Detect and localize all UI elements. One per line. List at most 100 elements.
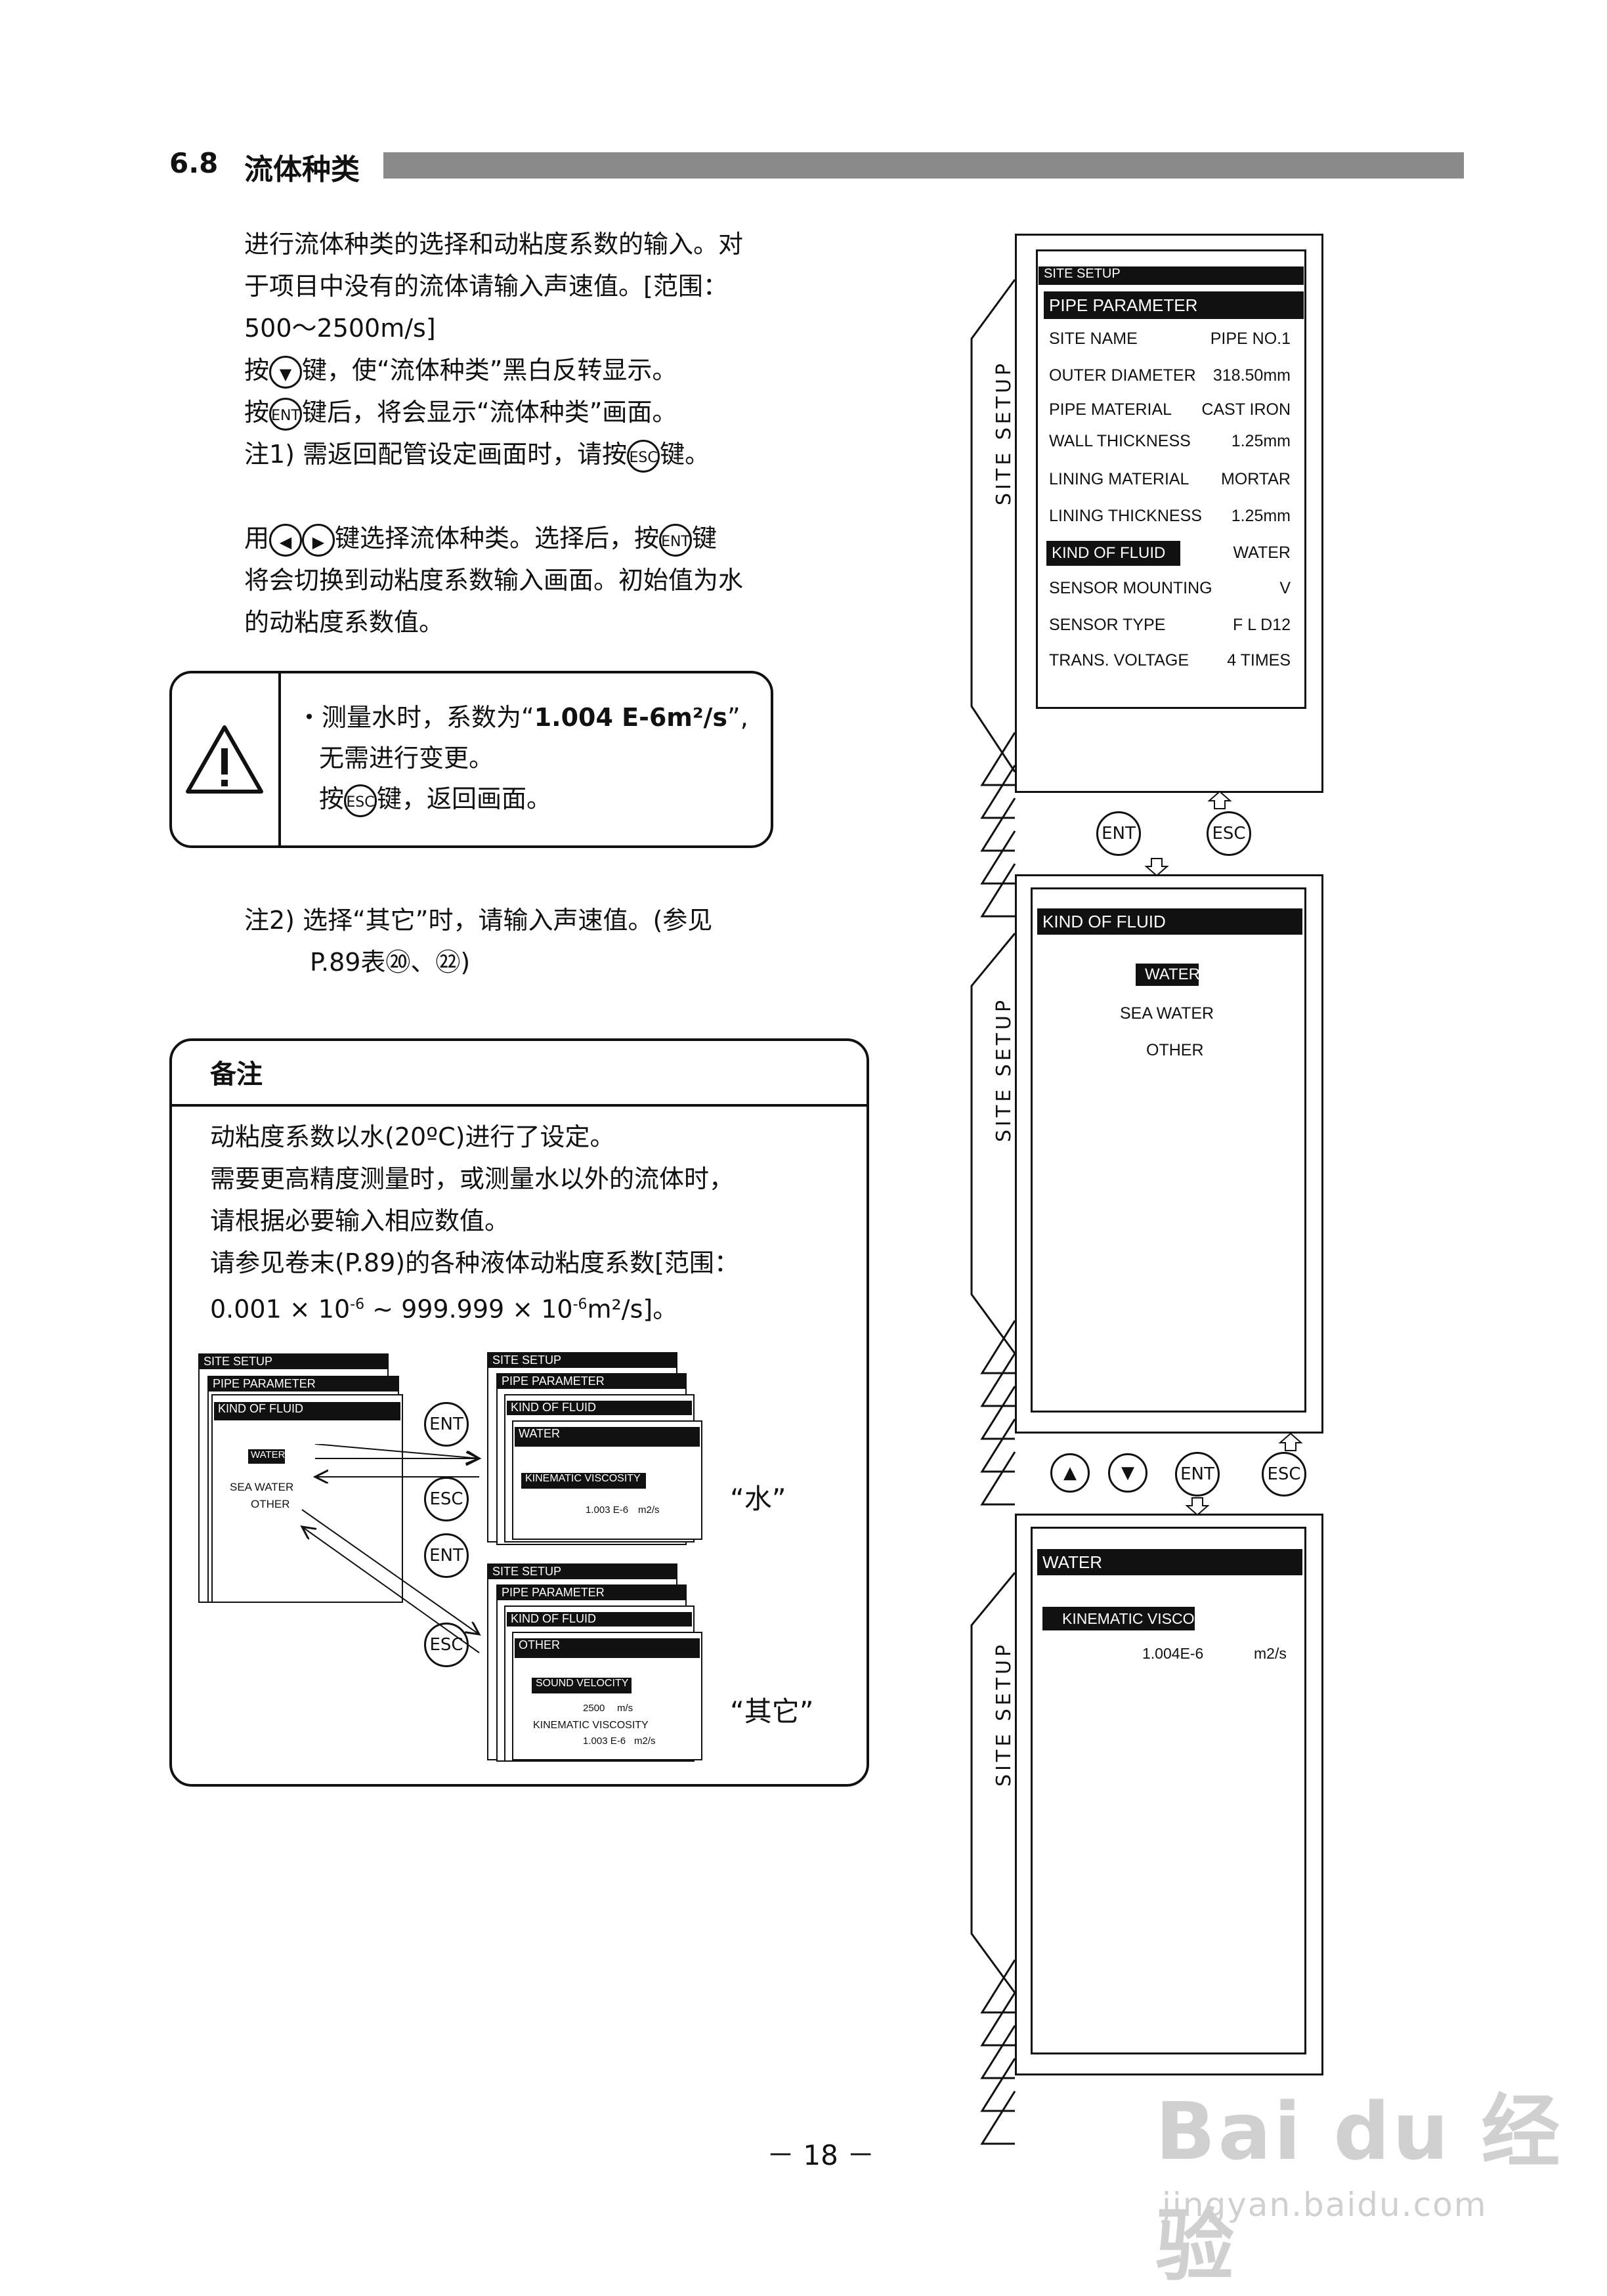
remark-title: 备注 <box>210 1059 263 1090</box>
lcd-row-value: 1.25mm <box>1231 507 1291 525</box>
mini-field-value: 2500 <box>583 1703 605 1714</box>
lcd-row-value: 4 TIMES <box>1227 651 1291 670</box>
lcd-row-value: 318.50mm <box>1212 366 1291 385</box>
esc-key-icon: ESC <box>424 1477 469 1521</box>
lcd-row-label[interactable]: SITE NAME <box>1049 330 1138 348</box>
mini-field-value: 1.003 E-6 <box>586 1504 629 1516</box>
remark-box <box>169 1038 869 1787</box>
esc-key-icon: ESC <box>344 784 377 817</box>
intro-line: 将会切换到动粘度系数输入画面。初始值为水 <box>244 566 744 595</box>
lcd-row-label[interactable]: SENSOR TYPE <box>1049 616 1166 634</box>
intro-line: 的动粘度系数值。 <box>244 608 444 637</box>
mini-screen-kind-of-fluid <box>211 1394 403 1603</box>
mini-header: KIND OF FLUID <box>507 1401 692 1415</box>
lcd-header: PIPE PARAMETER <box>1044 291 1304 319</box>
down-key-icon: ▼ <box>1108 1453 1147 1493</box>
lcd-row-label[interactable]: KIND OF FLUID <box>1046 541 1180 566</box>
intro-text: 进行流体种类的选择和动粘度系数的输入。对 于项目中没有的流体请输入声速值。[范围… <box>244 223 743 643</box>
transition-arrows <box>1144 790 1232 877</box>
warning-triangle-icon <box>186 725 263 794</box>
mini-field-label: SOUND VELOCITY <box>532 1678 632 1693</box>
fluid-option-other[interactable]: OTHER <box>1146 1041 1204 1059</box>
watermark-url: jingyan.baidu.com <box>1162 2186 1488 2224</box>
mini-field-unit: m/s <box>617 1703 633 1714</box>
lcd-row-label[interactable]: WALL THICKNESS <box>1049 432 1191 450</box>
mini-field-label: KINEMATIC VISCOSITY <box>521 1473 646 1489</box>
mini-header: SITE SETUP <box>488 1353 676 1368</box>
kinematic-viscosity-unit: m2/s <box>1254 1645 1287 1662</box>
mini-field-label: KINEMATIC VISCOSITY <box>533 1720 649 1731</box>
transition-arrows <box>1185 1432 1303 1516</box>
lcd-row-label[interactable]: LINING THICKNESS <box>1049 507 1202 525</box>
warning-box <box>169 671 773 848</box>
ent-key-icon: ENT <box>1096 811 1141 856</box>
kinematic-viscosity-field[interactable]: KINEMATIC VISCOSITY <box>1042 1607 1228 1630</box>
mini-header: WATER <box>515 1427 700 1447</box>
side-label: SITE SETUP <box>993 996 1016 1142</box>
section-rule <box>383 152 1464 179</box>
lcd-row-label[interactable]: LINING MATERIAL <box>1049 470 1189 488</box>
lcd-header-back: SITE SETUP <box>1039 266 1304 285</box>
esc-key-icon: ESC <box>1262 1452 1306 1497</box>
lcd-row-value: V <box>1279 579 1291 597</box>
side-label: SITE SETUP <box>993 360 1016 505</box>
lcd-row-value: 1.25mm <box>1231 432 1291 450</box>
mini-option: OTHER <box>251 1498 290 1510</box>
lcd-row-value: F L D12 <box>1232 616 1291 634</box>
intro-line: 进行流体种类的选择和动粘度系数的输入。对 <box>244 230 744 259</box>
mini-option-selected: WATER <box>248 1449 285 1464</box>
fluid-option-water-selected[interactable]: WATER <box>1136 964 1200 986</box>
section-number: 6.8 <box>169 147 219 179</box>
mini-field-unit: m2/s <box>634 1735 656 1747</box>
mini-option: SEA WATER <box>230 1481 294 1493</box>
mini-header: PIPE PARAMETER <box>498 1586 685 1600</box>
remark-text: 动粘度系数以水(20ºC)进行了设定。 需要更高精度测量时，或测量水以外的流体时… <box>210 1122 739 1324</box>
ent-key-icon: ENT <box>659 523 693 557</box>
down-key-icon: ▼ <box>269 355 303 389</box>
lcd-header: KIND OF FLUID <box>1037 908 1302 935</box>
intro-line: 按▼键，使“流体种类”黑白反转显示。 <box>244 349 743 391</box>
lcd-row-value: WATER <box>1233 543 1291 562</box>
mini-header: SITE SETUP <box>488 1565 676 1579</box>
warning-divider <box>278 671 281 848</box>
esc-key-icon: ESC <box>1207 811 1251 856</box>
mini-header: SITE SETUP <box>200 1355 387 1369</box>
panel-side-tabs <box>970 279 1016 918</box>
side-label: SITE SETUP <box>993 1641 1016 1787</box>
lcd-row-label[interactable]: OUTER DIAMETER <box>1049 366 1196 385</box>
panel-side-tabs <box>970 933 1016 1506</box>
remark-header <box>169 1038 869 1107</box>
lcd-row-value: CAST IRON <box>1201 400 1291 419</box>
mini-field-value: 1.003 E-6 <box>583 1735 626 1747</box>
mini-field-unit: m2/s <box>638 1504 660 1516</box>
mini-flow-arrows <box>289 1444 492 1653</box>
mini-header: KIND OF FLUID <box>507 1612 692 1626</box>
panel-side-tabs <box>970 1572 1016 2145</box>
lcd-row-label[interactable]: SENSOR MOUNTING <box>1049 579 1212 597</box>
mini-header: OTHER <box>515 1638 700 1658</box>
lcd-row-label[interactable]: PIPE MATERIAL <box>1049 400 1172 419</box>
ent-key-icon: ENT <box>424 1533 469 1578</box>
lcd-row-value: PIPE NO.1 <box>1210 330 1291 348</box>
label-water: “水” <box>730 1483 786 1515</box>
lcd-header: WATER <box>1037 1549 1302 1575</box>
fluid-option-sea-water[interactable]: SEA WATER <box>1120 1004 1214 1023</box>
mini-header: PIPE PARAMETER <box>498 1374 685 1389</box>
esc-key-icon: ESC <box>627 439 660 473</box>
lcd-row-label[interactable]: TRANS. VOLTAGE <box>1049 651 1189 670</box>
mini-header: KIND OF FLUID <box>214 1402 400 1420</box>
intro-line: 500～2500m/s] <box>244 314 436 343</box>
ent-key-icon: ENT <box>424 1402 469 1447</box>
lcd-row-value: MORTAR <box>1220 470 1291 488</box>
kinematic-viscosity-value[interactable]: 1.004E-6 <box>1142 1645 1204 1662</box>
label-other: “其它” <box>730 1695 814 1728</box>
left-key-icon: ◀ <box>269 523 303 557</box>
ent-key-icon: ENT <box>269 397 303 431</box>
page-number: － 18 － <box>767 2139 875 2171</box>
intro-line: 于项目中没有的流体请输入声速值。[范围： <box>244 272 728 301</box>
watermark-logo: Bai du 经验 <box>1155 2087 1563 2292</box>
